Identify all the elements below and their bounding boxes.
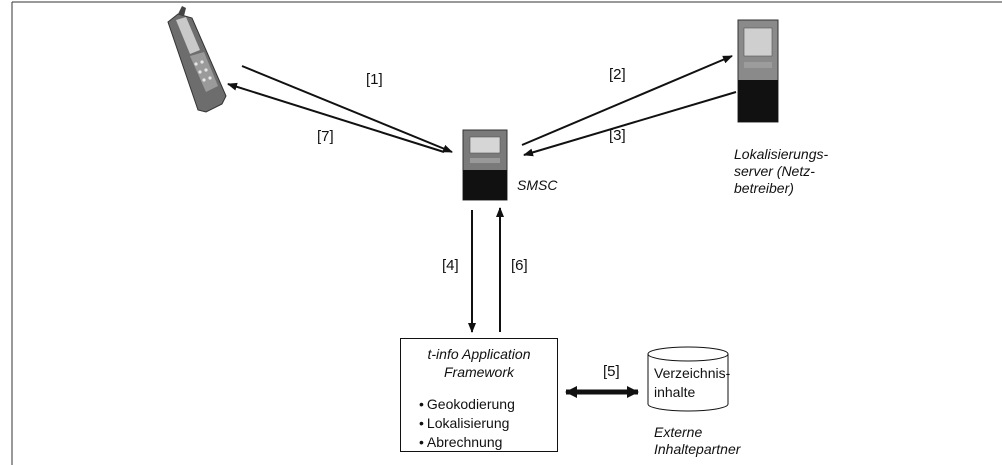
arrow-step-7: [227, 82, 445, 153]
step-label-7: [7]: [317, 128, 334, 145]
step-label-6: [6]: [511, 257, 528, 274]
framework-title: t-info Application Framework: [427, 346, 531, 380]
directory-database-icon: [647, 346, 729, 412]
step-label-3: [3]: [609, 127, 626, 144]
step-label-5: [5]: [603, 363, 620, 380]
arrow-step-3: [523, 91, 737, 157]
step-label-2: [2]: [609, 66, 626, 83]
smsc-label: SMSC: [517, 177, 558, 193]
arrow-step-2: [521, 55, 733, 146]
list-item: Abrechnung: [419, 433, 515, 452]
smsc-server-icon: [462, 129, 508, 201]
framework-feature-list: Geokodierung Lokalisierung Abrechnung: [419, 395, 515, 452]
partner-label: Externe Inhaltepartner: [654, 424, 741, 457]
location-server-icon: [737, 19, 779, 123]
step-label-1: [1]: [366, 71, 383, 88]
framework-box: t-info Application Framework Geokodierun…: [400, 338, 558, 452]
list-item: Geokodierung: [419, 395, 515, 414]
mobile-phone-icon: [167, 6, 227, 113]
directory-label: Verzeichnis- inhalte: [654, 365, 731, 400]
arrow-step-1: [241, 65, 453, 153]
step-label-4: [4]: [442, 257, 459, 274]
list-item: Lokalisierung: [419, 414, 515, 433]
location-server-label: Lokalisierungs- server (Netz- betreiber): [734, 146, 829, 196]
